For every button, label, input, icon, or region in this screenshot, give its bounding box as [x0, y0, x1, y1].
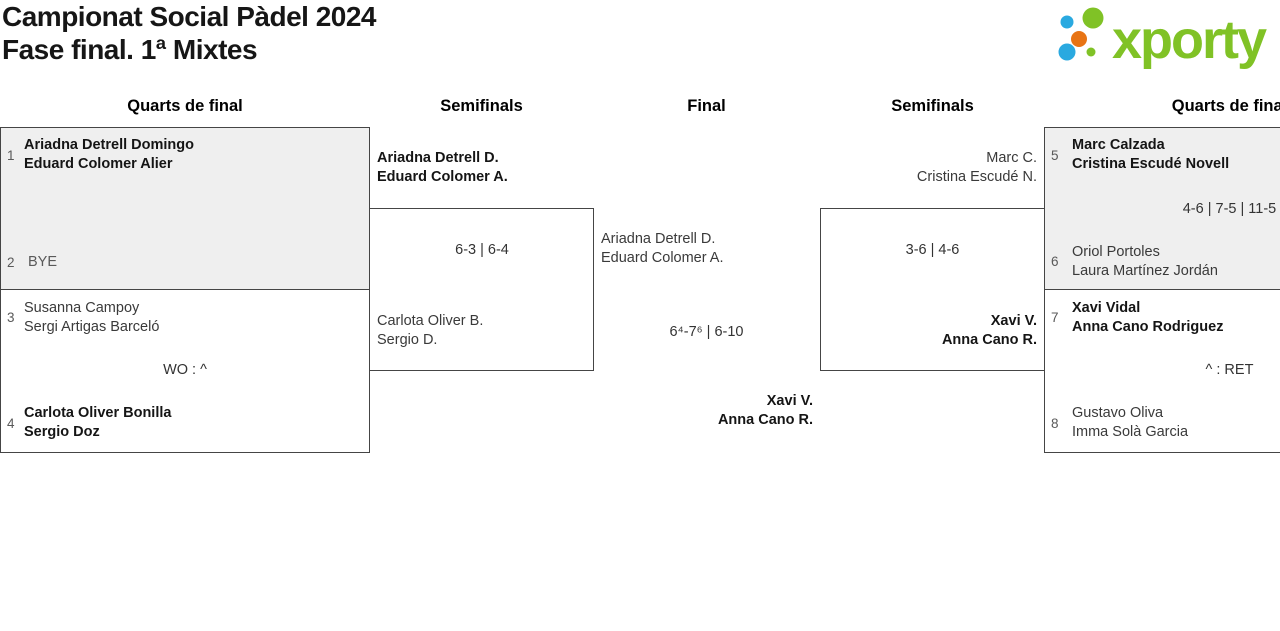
team-pair: Oriol Portoles Laura Martínez Jordán: [1072, 243, 1218, 281]
seed-number: 6: [1051, 254, 1059, 269]
seed-number: 4: [7, 416, 15, 431]
player-name: Anna Cano R.: [717, 412, 813, 428]
team-pair: Ariadna Detrell D. Eduard Colomer A.: [377, 149, 508, 187]
player-name: Laura Martínez Jordán: [1072, 263, 1218, 279]
match-box-qf-right-bottom: [1044, 289, 1280, 453]
player-name: Xavi V.: [990, 313, 1037, 329]
match-box-qf-right-top: [1044, 127, 1280, 290]
player-name: Ariadna Detrell D.: [601, 231, 716, 247]
logo-wordmark: xporty: [1112, 10, 1267, 70]
player-name: Xavi V.: [766, 393, 813, 409]
team-pair: Xavi V. Anna Cano R.: [820, 312, 1037, 350]
player-name: Sergio Doz: [24, 424, 100, 440]
player-name: Eduard Colomer Alier: [24, 156, 173, 172]
match-score: 6-3 | 6-4: [455, 242, 509, 258]
match-box-sf-left: [369, 208, 594, 371]
round-header-qf-left: Quarts de final: [127, 97, 243, 115]
seed-number: 3: [7, 310, 15, 325]
match-box-qf-left-top: [0, 127, 370, 290]
team-pair: Susanna Campoy Sergi Artigas Barceló: [24, 299, 159, 337]
player-name: Eduard Colomer A.: [601, 250, 724, 266]
match-box-qf-left-bottom: [0, 289, 370, 453]
player-name: Eduard Colomer A.: [377, 169, 508, 185]
logo-dot-blue-big-icon: [1058, 43, 1076, 61]
seed-number: 7: [1051, 310, 1059, 325]
tournament-title: Campionat Social Pàdel 2024: [2, 1, 377, 32]
player-name: Carlota Oliver Bonilla: [24, 405, 172, 421]
round-header-final: Final: [687, 97, 726, 115]
team-pair: Xavi Vidal Anna Cano Rodriguez: [1072, 299, 1223, 337]
team-pair: Carlota Oliver Bonilla Sergio Doz: [24, 404, 171, 442]
round-header-sf-left: Semifinals: [440, 97, 523, 115]
seed-number: 5: [1051, 148, 1059, 163]
player-name: Cristina Escudé Novell: [1072, 156, 1230, 172]
seed-number: 2: [7, 255, 15, 270]
player-name: Oriol Portoles: [1072, 244, 1160, 260]
player-name: Anna Cano Rodriguez: [1072, 319, 1224, 335]
player-name: Gustavo Oliva: [1072, 405, 1164, 421]
team-pair: Ariadna Detrell D. Eduard Colomer A.: [601, 230, 724, 268]
player-name: Ariadna Detrell Domingo: [24, 137, 194, 153]
logo-dot-orange-icon: [1071, 31, 1087, 47]
page-title: Campionat Social Pàdel 2024 Fase final. …: [2, 0, 377, 66]
match-score: 3-6 | 4-6: [905, 242, 960, 258]
team-pair: Carlota Oliver B. Sergio D.: [377, 312, 483, 350]
match-score: 4-6 | 7-5 | 11-5: [1182, 201, 1277, 217]
player-name: Anna Cano R.: [941, 332, 1037, 348]
player-name: Xavi Vidal: [1072, 300, 1141, 316]
team-pair: Xavi V. Anna Cano R.: [593, 392, 813, 430]
logo-dot-green-big-icon: [1082, 7, 1104, 29]
logo-dot-green-small-icon: [1086, 47, 1096, 57]
player-name: Imma Solà Garcia: [1072, 424, 1189, 440]
player-name: Marc Calzada: [1072, 137, 1165, 153]
round-header-qf-right: Quarts de final: [1171, 97, 1280, 115]
team-pair: Marc Calzada Cristina Escudé Novell: [1072, 136, 1229, 174]
team-pair: BYE: [28, 253, 57, 272]
seed-number: 8: [1051, 416, 1059, 431]
match-score: 6⁴-7⁶ | 6-10: [669, 324, 744, 340]
team-pair: Ariadna Detrell Domingo Eduard Colomer A…: [24, 136, 194, 174]
player-name: Susanna Campoy: [24, 300, 140, 316]
player-name: Ariadna Detrell D.: [377, 150, 499, 166]
player-name: Sergi Artigas Barceló: [24, 319, 160, 335]
player-name: Carlota Oliver B.: [377, 313, 484, 329]
bye-label: BYE: [28, 254, 58, 270]
player-name: Marc C.: [986, 150, 1037, 166]
round-header-sf-right: Semifinals: [891, 97, 974, 115]
team-pair: Gustavo Oliva Imma Solà Garcia: [1072, 404, 1188, 442]
tournament-subtitle: Fase final. 1ª Mixtes: [2, 34, 258, 65]
player-name: Cristina Escudé N.: [916, 169, 1037, 185]
player-name: Sergio D.: [377, 332, 438, 348]
logo-dot-blue-small-icon: [1060, 15, 1074, 29]
match-score: WO : ^: [163, 362, 207, 378]
match-box-sf-right: [820, 208, 1045, 371]
match-score: ^ : RET: [1205, 362, 1254, 378]
seed-number: 1: [7, 148, 15, 163]
team-pair: Marc C. Cristina Escudé N.: [820, 149, 1037, 187]
xporty-logo: xporty: [1058, 7, 1269, 70]
